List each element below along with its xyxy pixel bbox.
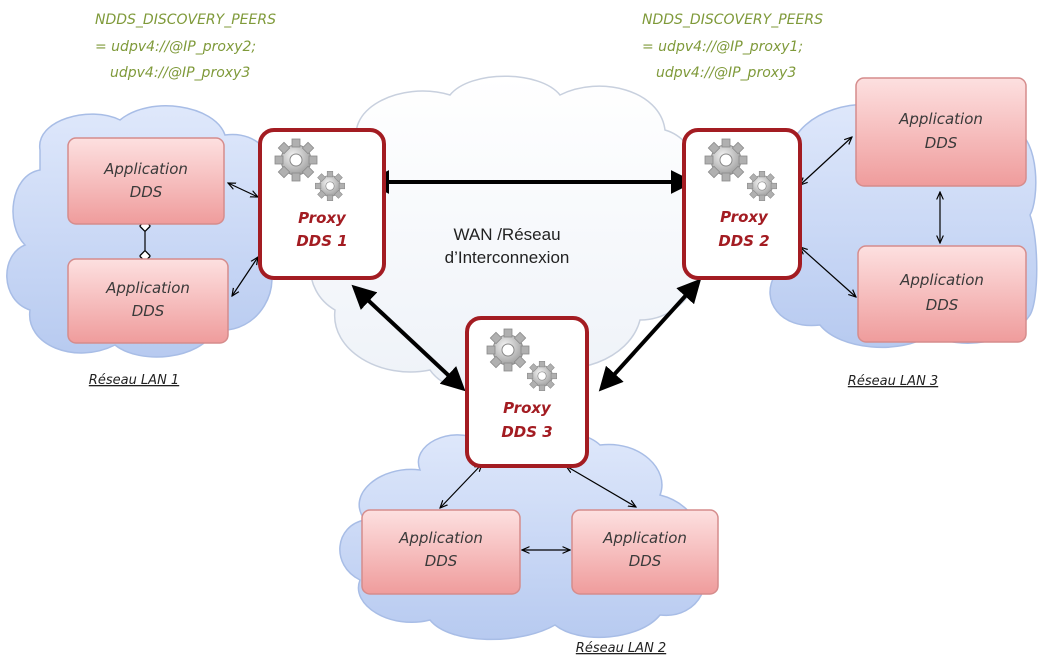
app-label: Application bbox=[602, 529, 687, 547]
lan3-label: Réseau LAN 3 bbox=[848, 374, 938, 389]
peers-value-1: = udpv4://@IP_proxy1; bbox=[642, 39, 803, 55]
wan-sublabel: d’Interconnexion bbox=[445, 248, 570, 267]
proxy-sublabel: DDS 2 bbox=[718, 232, 769, 250]
proxy-dds-2: Proxy DDS 2 bbox=[682, 128, 802, 280]
peers-value-1: = udpv4://@IP_proxy2; bbox=[95, 39, 256, 55]
link-lan3-top-proxy2 bbox=[800, 137, 852, 185]
peers-value-2: udpv4://@IP_proxy3 bbox=[656, 65, 796, 81]
peers-config-right: NDDS_DISCOVERY_PEERS = udpv4://@IP_proxy… bbox=[642, 12, 823, 81]
link-proxy2-proxy3 bbox=[598, 278, 702, 392]
app-lan3-bottom: Application DDS bbox=[857, 245, 1027, 343]
app-sublabel: DDS bbox=[926, 296, 959, 314]
app-lan2-left: Application DDS bbox=[361, 509, 521, 595]
app-label: Application bbox=[899, 271, 984, 289]
wan-label: WAN /Réseau bbox=[453, 225, 560, 244]
app-label: Application bbox=[103, 160, 188, 178]
proxy-label: Proxy bbox=[298, 209, 347, 227]
peers-value-2: udpv4://@IP_proxy3 bbox=[110, 65, 250, 81]
link-proxy1-proxy3 bbox=[351, 284, 466, 392]
app-sublabel: DDS bbox=[925, 134, 958, 152]
link-lan2-left-proxy3 bbox=[440, 464, 482, 508]
wan-links bbox=[351, 170, 702, 392]
app-lan1-bottom: Application DDS bbox=[67, 258, 229, 344]
app-sublabel: DDS bbox=[629, 552, 662, 570]
proxy-sublabel: DDS 3 bbox=[501, 423, 552, 441]
app-label: Application bbox=[105, 279, 190, 297]
lan2-label: Réseau LAN 2 bbox=[576, 641, 666, 656]
lan-links bbox=[145, 137, 940, 550]
proxy-dds-1: Proxy DDS 1 bbox=[258, 128, 386, 280]
proxy-label: Proxy bbox=[503, 399, 552, 417]
app-lan1-top: Application DDS bbox=[67, 137, 225, 225]
link-lan2-right-proxy3 bbox=[566, 466, 636, 507]
peers-var-name: NDDS_DISCOVERY_PEERS bbox=[642, 12, 823, 28]
app-sublabel: DDS bbox=[425, 552, 458, 570]
link-lan3-bottom-proxy2 bbox=[800, 247, 856, 297]
app-label: Application bbox=[898, 110, 983, 128]
link-lan1-bottom-proxy1 bbox=[232, 257, 258, 296]
peers-var-name: NDDS_DISCOVERY_PEERS bbox=[95, 12, 276, 28]
proxy-label: Proxy bbox=[720, 208, 769, 226]
app-lan3-top: Application DDS bbox=[855, 77, 1027, 187]
app-label: Application bbox=[398, 529, 483, 547]
peers-config-left: NDDS_DISCOVERY_PEERS = udpv4://@IP_proxy… bbox=[95, 12, 276, 81]
link-lan1-top-proxy1 bbox=[228, 183, 258, 197]
proxy-sublabel: DDS 1 bbox=[296, 232, 347, 250]
app-lan2-right: Application DDS bbox=[571, 509, 719, 595]
app-sublabel: DDS bbox=[132, 302, 165, 320]
proxy-dds-3: Proxy DDS 3 bbox=[465, 316, 589, 468]
lan1-label: Réseau LAN 1 bbox=[89, 373, 179, 388]
app-sublabel: DDS bbox=[130, 183, 163, 201]
